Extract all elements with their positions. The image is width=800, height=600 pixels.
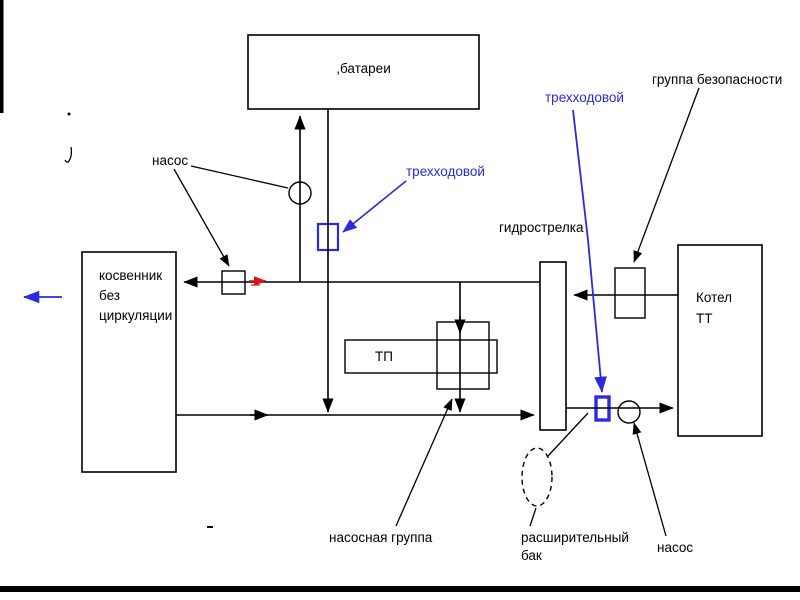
callout-expansion-tank [529,507,537,527]
pump-bottom-label: насос [657,540,694,555]
radiators-box [247,34,480,110]
boiler-line-1: Котел [696,290,733,305]
indirect-cylinder-label: косвенник без циркуляции [99,266,172,326]
pump-top-label: насос [152,153,189,168]
callout-three-way-right [572,109,607,393]
pipe-expansion-tank [547,412,589,457]
safety-group-label: группа безопасности [652,72,783,87]
callout-pump-top-to-square [173,168,230,267]
pump-group-box [436,321,490,390]
callout-pump-bottom [632,422,667,537]
callout-safety-group [633,87,700,263]
indirect-line-3: циркуляции [99,308,173,323]
floor-heating-label: ТП [375,349,393,364]
scan-artifact-dot [67,112,71,116]
safety-group-valve [614,267,646,319]
expansion-tank-line-1: расширительный [521,530,629,545]
boiler-line-2: ТТ [696,311,713,326]
scan-artifact-squiggle [64,146,73,163]
indirect-line-1: косвенник [99,268,163,283]
indirect-line-2: без [99,288,120,303]
radiators-label: ,батареи [336,61,391,76]
scan-artifact-dash [207,526,213,528]
boiler-label: Котел ТТ [696,287,732,329]
pump-group-label: насосная группа [329,530,433,545]
scan-artifact-left-edge [0,0,4,113]
hydro-separator [539,261,567,431]
expansion-tank-line-2: бак [521,548,542,563]
scan-artifact-bottom-bar [0,586,800,592]
hydro-separator-label: гидрострелка [499,220,584,235]
three-way-mid-label: трехходовой [406,164,485,179]
callout-pump-top-to-circle [190,165,289,189]
callout-three-way-mid [342,180,407,233]
expansion-tank-ellipse [521,447,553,507]
three-way-right-label: трехходовой [545,90,624,105]
floor-heating-box [344,339,498,374]
indirect-cylinder-box [81,251,177,473]
boiler-box [677,244,763,437]
expansion-tank-label: расширительный бак [521,529,629,565]
callout-pump-group [395,398,453,527]
pump-circle-bottom [617,400,641,424]
